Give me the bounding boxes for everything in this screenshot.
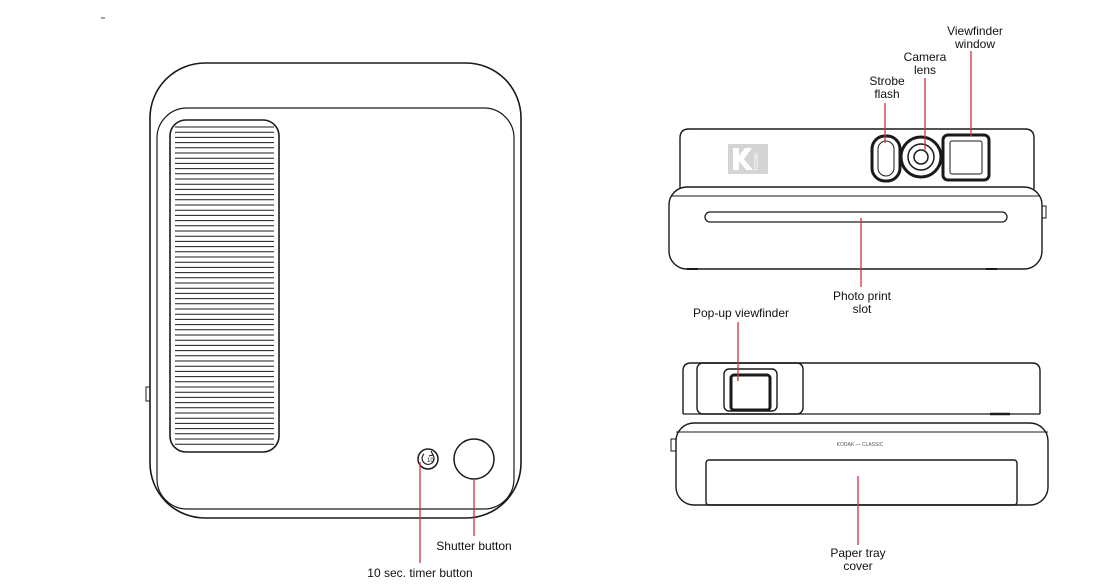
- front-side-button: [1041, 205, 1047, 219]
- camera-front-view: [668, 128, 1047, 270]
- label-timer-button: 10 sec. timer button: [367, 566, 473, 580]
- shutter-button-shape: [453, 438, 495, 480]
- popup-viewfinder-housing: [696, 362, 804, 415]
- label-viewfinder-window: Viewfinder window: [947, 24, 1003, 51]
- label-popup-viewfinder: Pop-up viewfinder: [692, 306, 790, 320]
- strobe-flash-inner: [877, 140, 895, 177]
- svg-text:10: 10: [427, 458, 434, 464]
- paper-tray-cover-shape: [705, 459, 1018, 506]
- top-upper-housing: [682, 362, 1041, 414]
- timer-button-shape: [417, 448, 439, 470]
- front-upper-housing: [679, 128, 1035, 189]
- label-shutter-button: Shutter button: [436, 539, 512, 553]
- viewfinder-window-glass: [949, 140, 983, 175]
- label-photo-print-slot: Photo print slot: [832, 289, 892, 316]
- front-lower-body: [668, 186, 1043, 270]
- viewfinder-window-frame: [941, 133, 991, 182]
- popup-viewfinder-lens: [729, 373, 772, 412]
- back-grip-panel: [169, 119, 280, 453]
- body-brand-text: KODAK — CLASSIC: [837, 442, 884, 448]
- camera-lens-outer: [899, 135, 943, 179]
- leader-lines: [419, 51, 972, 563]
- top-side-button: [670, 438, 677, 452]
- back-inner-panel: [156, 107, 515, 510]
- label-paper-tray-cover: Paper tray cover: [830, 546, 886, 573]
- camera-lens-glass: [913, 149, 929, 165]
- top-lower-body: [675, 422, 1049, 506]
- strobe-flash-shape: [870, 134, 902, 183]
- logo-text: KODAK: [754, 152, 760, 170]
- back-outer-body: [149, 62, 522, 519]
- camera-lens-ring: [907, 143, 935, 171]
- camera-back-view: [145, 62, 522, 519]
- photo-print-slot-shape: [704, 211, 1008, 223]
- camera-top-view: KODAK — CLASSIC: [670, 362, 1049, 506]
- label-camera-lens: Camera lens: [903, 50, 947, 77]
- side-port: [145, 386, 151, 402]
- timer-icon: 10: [421, 450, 435, 465]
- kodak-logo: KODAK: [728, 144, 768, 174]
- label-strobe-flash: Strobe flash: [869, 74, 905, 101]
- grip-ridges: [175, 126, 274, 445]
